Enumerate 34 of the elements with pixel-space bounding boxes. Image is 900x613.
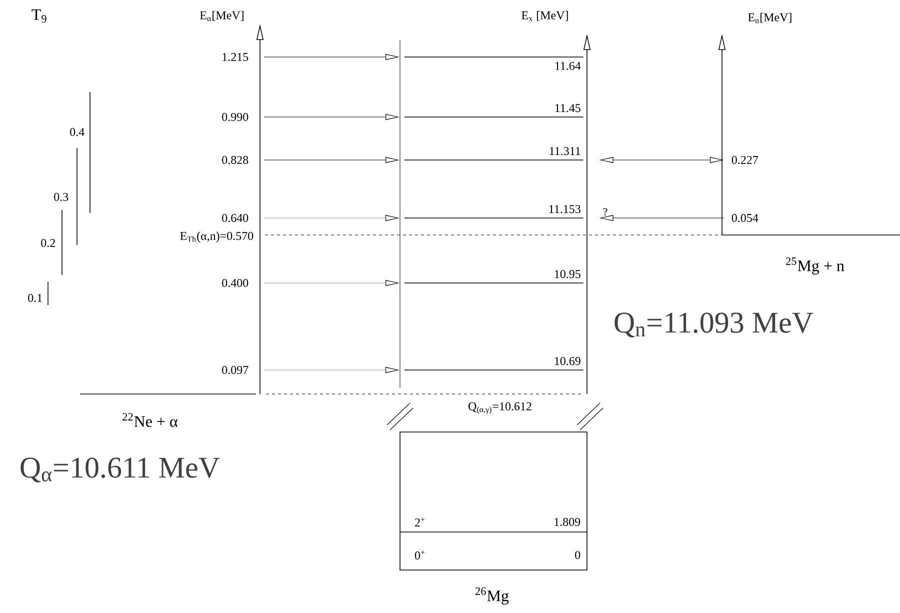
level-energy: 0 xyxy=(575,550,580,560)
channel-label: $^{22}$Ne + α xyxy=(122,413,178,427)
level-line: 11.311 xyxy=(404,147,584,160)
axis-title: T$_{9}$ xyxy=(32,9,46,23)
level-line: 10.95 xyxy=(404,270,584,284)
axis-title: E$_{x}$ [MeV] xyxy=(522,10,568,22)
level-line: 11.45 xyxy=(404,104,584,118)
channel-label: $^{25}$Mg + n xyxy=(786,257,844,275)
axis-title: E$_{α}$[MeV] xyxy=(200,10,244,22)
level-energy: 0.227 xyxy=(732,156,758,164)
level-energy: 1.215 xyxy=(222,52,248,62)
q-value-label: Q$_{(α,γ)}$=10.612 xyxy=(468,402,532,414)
level-energy: 1.809 xyxy=(554,518,580,526)
q-value-label: Q$_{α}$=10.611 MeV xyxy=(20,458,220,482)
spin-label: 2$^{+}$ xyxy=(415,518,425,526)
level-energy: 0.990 xyxy=(222,112,248,122)
temperature-label: 0.2 xyxy=(41,238,55,248)
spin-label: 0$^{+}$ xyxy=(414,550,425,560)
level-energy: 0.640 xyxy=(222,214,248,222)
nucleus-label: $^{26}$Mg xyxy=(476,587,509,605)
temperature-label: 0.1 xyxy=(28,294,42,302)
q-value-label: Q$_{n}$=11.093 MeV xyxy=(614,312,814,338)
level-energy: 0.054 xyxy=(732,214,758,222)
level-line: 11.153 xyxy=(404,205,584,218)
level-line: 10.69 xyxy=(404,357,584,370)
level-energy: 0.828 xyxy=(222,156,248,164)
temperature-label: 0.4 xyxy=(70,128,84,136)
level-energy: 0.400 xyxy=(222,278,248,288)
temperature-label: 0.3 xyxy=(54,192,68,202)
level-line: 11.64 xyxy=(404,56,584,70)
edge-label: ? xyxy=(603,208,608,216)
level-energy: 0.097 xyxy=(222,366,248,374)
threshold-label: E$_{Th}$(α,n)=0.570 xyxy=(180,232,254,242)
axis-title: E$_{n}$[MeV] xyxy=(748,12,792,24)
